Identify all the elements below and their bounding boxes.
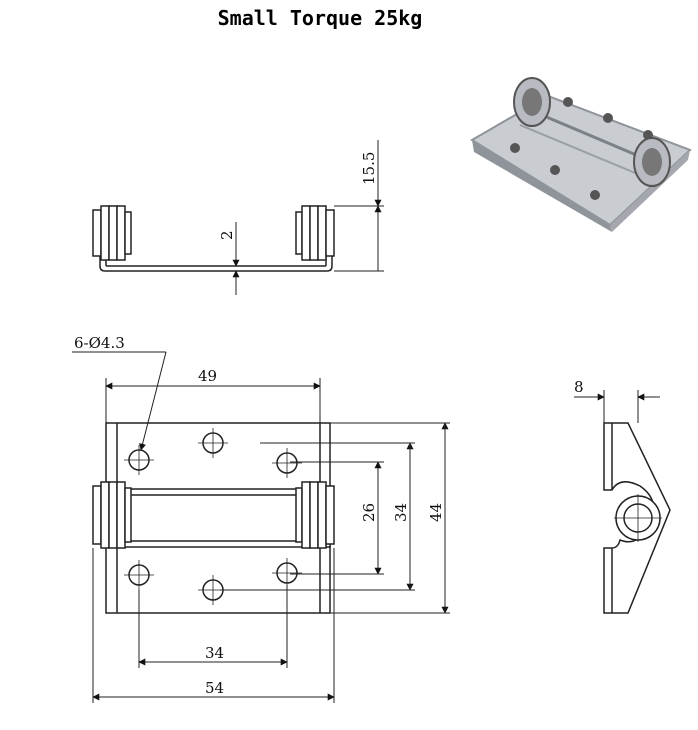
dim-34-horizontal — [138, 585, 288, 668]
label-34-vertical: 34 — [392, 503, 410, 522]
label-49: 49 — [198, 367, 217, 385]
top-view — [92, 422, 335, 614]
dim-hole-leader — [72, 351, 167, 451]
label-8: 8 — [574, 378, 584, 396]
dim-15-5 — [334, 140, 384, 272]
label-hole-spec: 6-Ø4.3 — [74, 334, 125, 352]
label-34-horizontal: 34 — [205, 644, 224, 662]
label-54: 54 — [205, 679, 224, 697]
page-title: Small Torque 25kg — [217, 6, 423, 30]
label-44: 44 — [427, 503, 445, 522]
hole-centerlines — [124, 428, 302, 605]
front-view — [92, 205, 335, 272]
label-2: 2 — [218, 230, 236, 240]
label-15-5: 15.5 — [360, 152, 378, 185]
product-photo — [470, 77, 692, 232]
dim-vertical — [220, 422, 450, 614]
label-26: 26 — [360, 503, 378, 522]
dim-49 — [105, 378, 321, 423]
dim-8 — [574, 390, 660, 423]
dim-54 — [92, 548, 335, 703]
side-centerline — [614, 494, 662, 542]
